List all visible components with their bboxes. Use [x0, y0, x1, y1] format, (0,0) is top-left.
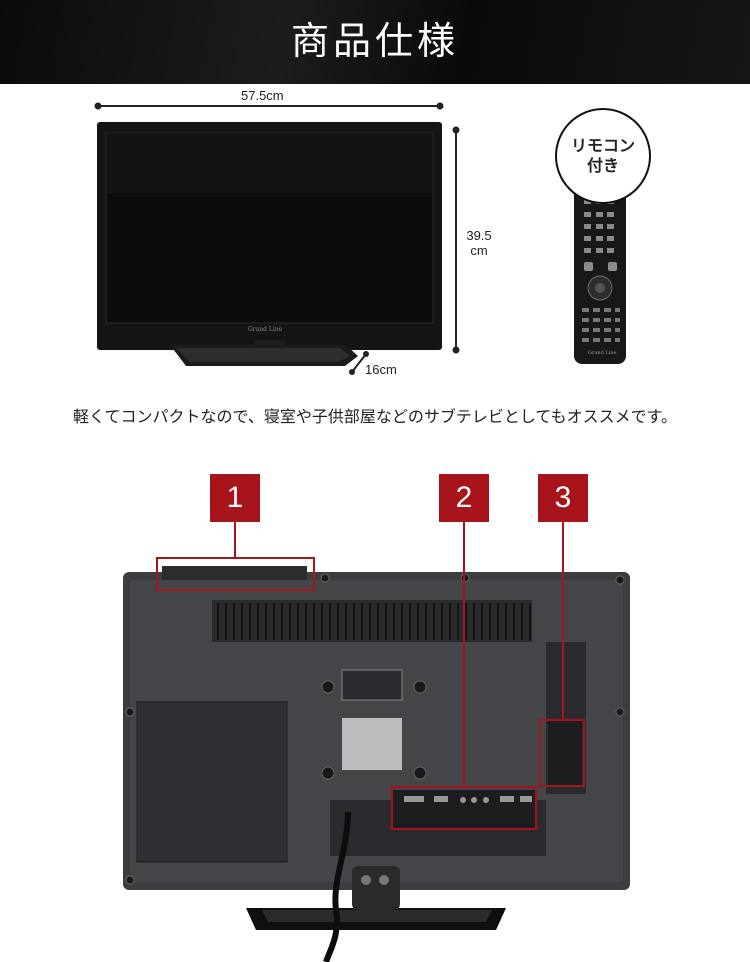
header-banner: 商品仕様	[0, 0, 750, 84]
depth-dimension-label: 16cm	[365, 362, 397, 377]
height-dimension-unit: cm	[470, 243, 488, 258]
callout-2: 2	[439, 474, 489, 522]
page-title: 商品仕様	[290, 19, 459, 63]
tv-back-image	[123, 566, 630, 962]
product-caption: 軽くてコンパクトなので、寝室や子供部屋などのサブテレビとしてもオススメです。	[72, 407, 677, 426]
remote-badge-line1: リモコン	[570, 136, 635, 155]
width-dimension-label: 57.5cm	[241, 88, 284, 103]
callout-3: 3	[538, 474, 588, 522]
height-dimension-label: 39.5 cm	[461, 228, 497, 258]
tv-front-image	[97, 122, 442, 366]
remote-badge-line2: 付き	[586, 156, 619, 175]
remote-image	[574, 178, 626, 364]
depth-dimension-line	[349, 351, 369, 375]
height-dimension-line	[452, 126, 460, 354]
callout-lines	[156, 522, 585, 830]
remote-included-badge: リモコン 付き	[555, 108, 651, 204]
tv-brand-logo: Grand Line	[248, 326, 283, 333]
width-dimension-line	[94, 102, 444, 110]
height-dimension-value: 39.5	[466, 228, 492, 243]
remote-brand-logo: Grand Line	[588, 350, 617, 356]
callout-1: 1	[210, 474, 260, 522]
